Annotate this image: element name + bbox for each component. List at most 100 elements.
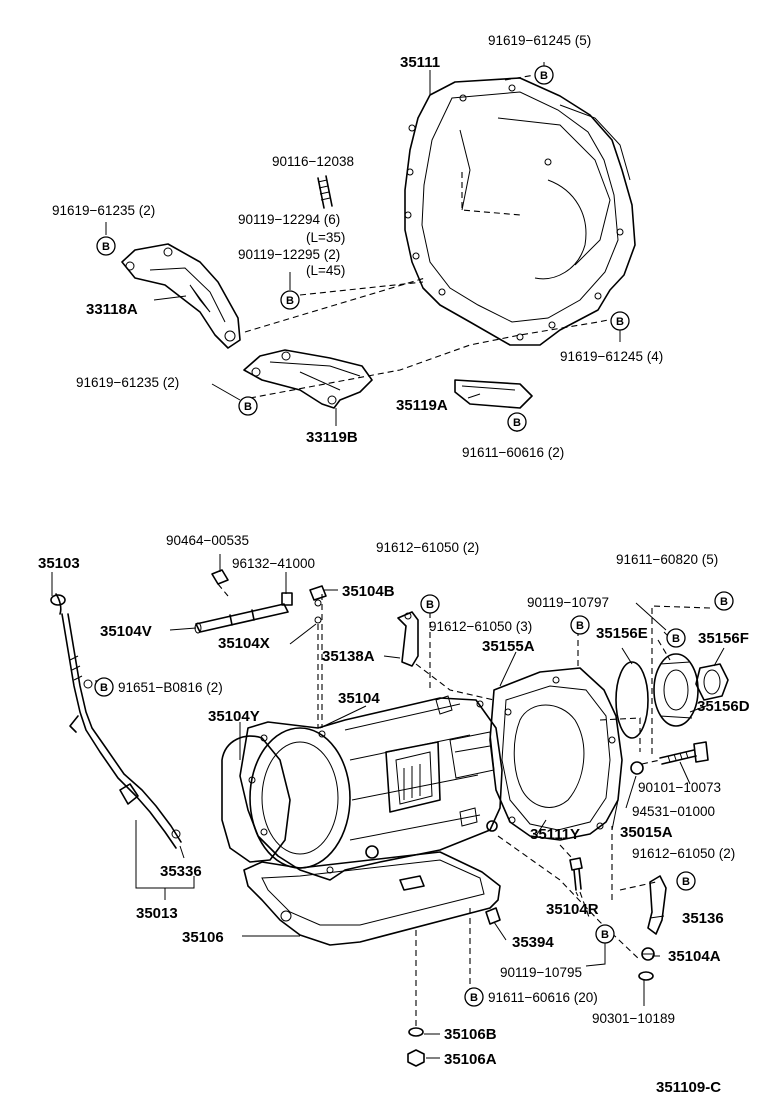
part-label: 90101−10073 — [638, 780, 721, 795]
bolt-symbol-b-icon: B — [507, 412, 527, 432]
union-fitting-icon[interactable] — [281, 585, 327, 607]
part-label: 35104A — [668, 948, 721, 965]
svg-text:B: B — [616, 316, 624, 328]
breather-tube[interactable] — [194, 603, 289, 634]
dipstick-and-tube[interactable] — [50, 593, 182, 849]
part-label: 91612−61050 (2) — [632, 846, 735, 861]
part-label: 33118A — [86, 301, 138, 318]
part-label: 91651−B0816 (2) — [118, 680, 223, 695]
svg-text:B: B — [102, 241, 110, 253]
drain-plug-gasket-icon[interactable] — [408, 1027, 424, 1037]
diagram-id: 351109-C — [656, 1079, 721, 1096]
hose-clip-icon[interactable] — [211, 569, 229, 585]
part-label: 35394 — [512, 934, 554, 951]
bolt-symbol-b-icon: B — [96, 236, 116, 256]
bolt-symbol-b-icon: B — [280, 290, 300, 310]
part-label: 35156F — [698, 630, 749, 647]
bolt-symbol-b-icon: B — [714, 591, 734, 611]
part-label: 33119B — [306, 429, 358, 446]
part-label: 91619−61245 (5) — [488, 33, 591, 48]
part-label: 90119−12294 (6) — [238, 212, 340, 227]
part-label: 35104V — [100, 623, 152, 640]
part-label: 90301−10189 — [592, 1011, 675, 1026]
part-label: 90119−12295 (2) — [238, 247, 340, 262]
washer-icon[interactable] — [630, 761, 644, 775]
extension-housing[interactable] — [489, 667, 623, 841]
part-label: 91612−61050 (2) — [376, 540, 479, 555]
magnet-icon[interactable] — [485, 907, 501, 925]
case-gasket[interactable] — [221, 735, 291, 863]
part-label: 35119A — [396, 397, 448, 414]
stud-bolt-icon[interactable] — [317, 175, 333, 209]
part-label: 35103 — [38, 555, 80, 572]
transmission-bell-housing[interactable] — [404, 77, 636, 346]
svg-text:B: B — [286, 295, 294, 307]
part-label: 35106 — [182, 929, 224, 946]
oil-pan[interactable] — [243, 851, 501, 946]
svg-text:B: B — [100, 682, 108, 694]
part-label: 35104Y — [208, 708, 260, 725]
bracket-35138a[interactable] — [397, 611, 419, 667]
bracket-35136[interactable] — [647, 875, 667, 935]
svg-text:B: B — [576, 620, 584, 632]
part-label: 91611−60820 (5) — [616, 552, 718, 567]
bolt-symbol-b-icon: B — [610, 311, 630, 331]
svg-text:B: B — [720, 596, 728, 608]
bolt-symbol-b-icon: B — [666, 628, 686, 648]
o-ring-gasket[interactable] — [615, 661, 649, 739]
bolt-symbol-b-icon: B — [94, 677, 114, 697]
part-label: 96132−41000 — [232, 556, 315, 571]
part-label: 35156D — [697, 698, 750, 715]
plug-bolt-icon[interactable] — [569, 857, 583, 891]
svg-text:B: B — [682, 876, 690, 888]
part-label: 90464−00535 — [166, 533, 249, 548]
bolt-symbol-b-icon: B — [676, 871, 696, 891]
part-label: 35138A — [322, 648, 375, 665]
bolt-symbol-b-icon: B — [595, 924, 615, 944]
hex-bolt-icon[interactable] — [659, 741, 709, 765]
part-label: 91611−60616 (2) — [462, 445, 564, 460]
cover-plate-35119a[interactable] — [454, 379, 533, 409]
part-label: 91612−61050 (3) — [429, 619, 532, 634]
speedometer-adapter[interactable] — [653, 653, 699, 727]
part-label: 35111 — [400, 54, 440, 71]
svg-text:B: B — [601, 929, 609, 941]
svg-text:B: B — [513, 417, 521, 429]
part-label: 94531−01000 — [632, 804, 715, 819]
part-label: 91611−60616 (20) — [488, 990, 598, 1005]
bracket-33119b[interactable] — [243, 349, 373, 409]
part-label: 90116−12038 — [272, 154, 354, 169]
drain-plug-bolt-icon[interactable] — [407, 1049, 425, 1067]
part-label: 35104 — [338, 690, 380, 707]
part-label: (L=45) — [306, 263, 345, 278]
part-label: 91619−61235 (2) — [52, 203, 155, 218]
part-label: 35104B — [342, 583, 395, 600]
bracket-33118a[interactable] — [121, 243, 241, 349]
part-label: 35104X — [218, 635, 270, 652]
svg-text:B: B — [540, 70, 548, 82]
part-label: 90119−10797 — [527, 595, 609, 610]
part-label: 35155A — [482, 638, 535, 655]
bolt-symbol-b-icon: B — [534, 65, 554, 85]
part-label: 35015A — [620, 824, 673, 841]
part-label: 35106B — [444, 1026, 497, 1043]
transmission-case[interactable] — [239, 695, 503, 881]
part-label: 35104R — [546, 901, 599, 918]
part-label: 35106A — [444, 1051, 497, 1068]
o-ring-small-icon[interactable] — [638, 971, 654, 981]
part-label: 35136 — [682, 910, 724, 927]
bolt-symbol-b-icon: B — [570, 615, 590, 635]
part-label: 35013 — [136, 905, 178, 922]
part-label: 90119−10795 — [500, 965, 582, 980]
svg-text:B: B — [244, 401, 252, 413]
bolt-symbol-b-icon: B — [464, 987, 484, 1007]
drain-plug-icon[interactable] — [641, 947, 655, 961]
part-label: 35336 — [160, 863, 202, 880]
part-label: (L=35) — [306, 230, 345, 245]
bolt-symbol-b-icon: B — [420, 594, 440, 614]
part-label: 91619−61245 (4) — [560, 349, 663, 364]
svg-text:B: B — [470, 992, 478, 1004]
oil-seal[interactable] — [695, 663, 729, 701]
breather-plug-icon[interactable] — [314, 616, 322, 624]
